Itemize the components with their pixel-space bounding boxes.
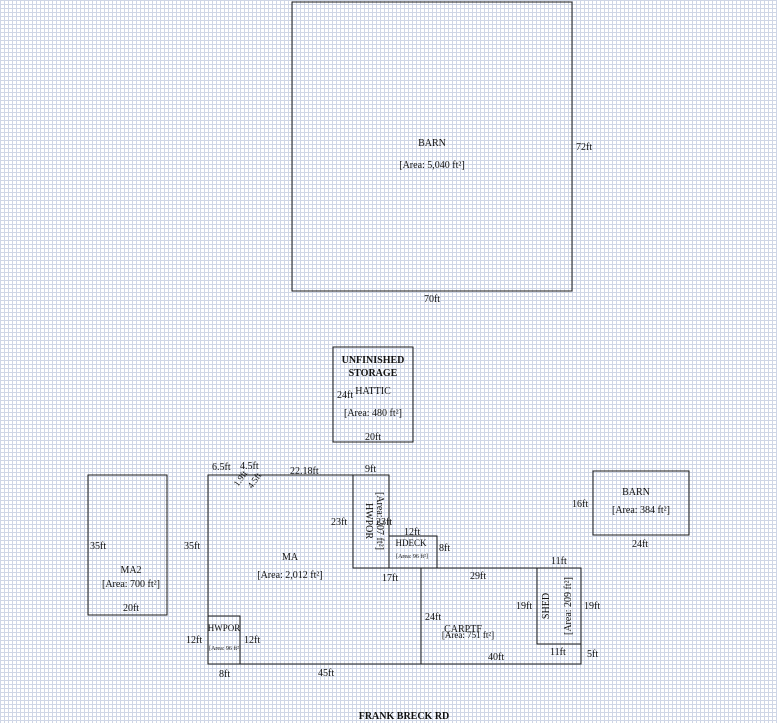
shed-top-dim: 11ft [551,556,567,567]
storage-title-line1: UNFINISHED [342,355,405,366]
shed-outline [536,567,582,645]
hdeck-label: HDECK [396,538,427,548]
ma2-area: [Area: 700 ft²] [102,579,160,590]
barn-small-height-dim: 16ft [572,499,588,510]
hwpor-bottom-width-dim: 8ft [219,669,230,680]
carptf-top-dim: 29ft [470,571,486,582]
shed-bottom-dim: 11ft [550,647,566,658]
ma-top-dim-c: 22.18ft [290,466,319,477]
barn-small-area: [Area: 384 ft²] [612,505,670,516]
ma-bottom-dim: 45ft [318,668,334,679]
ma-label: MA [282,552,299,563]
hwpor-top-label: HWPOR [363,503,374,539]
shed-area: [Area: 209 ft²] [563,577,574,635]
hwpor-top-left-dim: 23ft [331,517,347,528]
barn-main-label: BARN [418,138,446,149]
ma-diag-dim-2: 4.5ft [245,470,263,490]
ma-top-dim-a: 6.5ft [212,462,231,473]
ma2-width-dim: 20ft [123,603,139,614]
hwpor-bottom-label: HWPOR [208,623,241,633]
barn-main-width-dim: 70ft [424,294,440,305]
carptf-area: [Area: 751 ft²] [442,630,494,640]
hdeck-width-dim: 12ft [404,527,420,538]
storage-width-dim: 20ft [365,432,381,443]
hdeck-outline [388,535,438,569]
ma-step-dim: 17ft [382,573,398,584]
ma-top-dim-b: 4.5ft [240,461,259,472]
hwpor-top-area: [Area: 207 ft²] [374,492,385,550]
barn-small-label: BARN [622,487,650,498]
hwpor-top-outline [352,474,390,569]
hwpor-bottom-right-dim: 12ft [244,635,260,646]
barn-main-area: [Area: 5,040 ft²] [399,160,464,171]
storage-title-line2: STORAGE [349,368,398,379]
ma2-height-dim: 35ft [90,541,106,552]
hdeck-area: [Area: 96 ft²] [396,553,428,560]
ma2-outline [87,474,168,616]
hwpor-bottom-outline [207,615,241,665]
barn-main-outline [291,1,573,292]
hwpor-bottom-area: [Area: 96 ft²] [209,645,241,652]
hdeck-height-dim: 8ft [439,543,450,554]
barn-small-width-dim: 24ft [632,539,648,550]
shed-label: SHED [541,593,552,619]
carptf-bottom-dim: 40ft [488,652,504,663]
hwpor-top-right-dim: 23ft [376,517,392,528]
hwpor-top-width-dim: 9ft [365,464,376,475]
carptf-right-dim: 5ft [587,649,598,660]
storage-height-dim: 24ft [337,390,353,401]
storage-outline [332,346,414,443]
road-label: FRANK BRECK RD [359,711,450,722]
ma-area: [Area: 2,012 ft²] [257,570,322,581]
barn-main-height-dim: 72ft [576,142,592,153]
shed-left-dim: 19ft [516,601,532,612]
storage-area: [Area: 480 ft²] [344,408,402,419]
ma-left-dim: 35ft [184,541,200,552]
hwpor-bottom-left-dim: 12ft [186,635,202,646]
shed-right-dim: 19ft [584,601,600,612]
barn-small-outline [592,470,690,536]
ma2-label: MA2 [120,565,141,576]
carptf-label: CARPTF [444,624,482,635]
storage-label: HATTIC [355,386,391,397]
carptf-left-dim: 24ft [425,612,441,623]
